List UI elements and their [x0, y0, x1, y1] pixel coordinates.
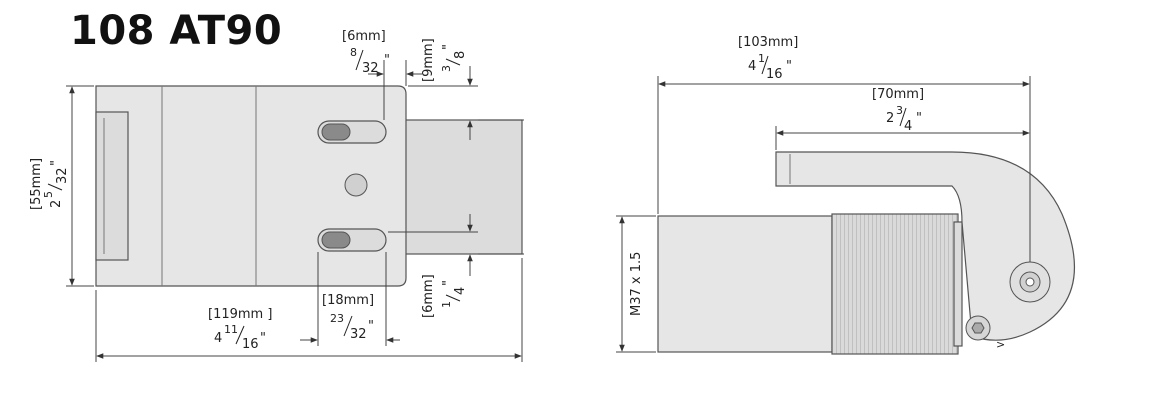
svg-text:5: 5	[42, 191, 55, 198]
side-thread-label: M37 x 1.5	[629, 252, 644, 316]
side-dimensions	[616, 76, 1031, 353]
svg-text:32: 32	[55, 167, 70, 184]
svg-text:": "	[786, 59, 792, 74]
side-arm-mm: [70mm]	[872, 87, 924, 102]
svg-text:32: 32	[362, 61, 379, 76]
svg-text:4: 4	[214, 331, 222, 346]
svg-text:23: 23	[330, 312, 344, 325]
svg-text:1: 1	[440, 301, 453, 308]
side-labels: [103mm] 4 1 16 " [70mm] 2 3 4 " M37 x 1.…	[629, 35, 924, 316]
svg-text:": "	[384, 53, 390, 68]
side-length-mm: [103mm]	[738, 35, 798, 50]
svg-text:": "	[260, 331, 266, 346]
svg-text:": "	[368, 319, 374, 334]
front-top-gap-label: [9mm] 3 8 "	[421, 38, 468, 82]
svg-text:[55mm]: [55mm]	[29, 158, 44, 210]
side-view: >	[657, 151, 1075, 355]
svg-text:11: 11	[224, 323, 238, 336]
front-width-mm: [119mm ]	[208, 307, 272, 322]
svg-text:4: 4	[748, 59, 756, 74]
svg-text:3: 3	[896, 104, 903, 117]
front-offset-mm: [6mm]	[342, 29, 386, 44]
svg-text:[6mm]: [6mm]	[421, 274, 436, 318]
svg-text:1: 1	[758, 52, 765, 65]
svg-text:": "	[441, 280, 456, 286]
front-shank	[403, 119, 523, 255]
svg-text:": "	[916, 111, 922, 126]
front-spacing-mm: [18mm]	[322, 293, 374, 308]
svg-text:8: 8	[350, 46, 357, 59]
front-insert	[95, 111, 129, 261]
svg-text:3: 3	[440, 65, 453, 72]
svg-text:16: 16	[766, 67, 783, 82]
svg-text:32: 32	[350, 327, 367, 342]
front-height-label: [55mm] 2 5 32 "	[29, 158, 70, 210]
side-arrow-mark: >	[996, 338, 1005, 351]
svg-text:8: 8	[453, 51, 468, 59]
svg-text:": "	[441, 44, 456, 50]
front-view	[95, 85, 523, 287]
svg-text:M37 x 1.5: M37 x 1.5	[629, 252, 644, 316]
svg-text:[9mm]: [9mm]	[421, 38, 436, 82]
svg-text:2: 2	[49, 200, 64, 208]
side-arm	[775, 151, 1075, 341]
svg-text:16: 16	[242, 337, 259, 352]
front-center-hole	[344, 173, 368, 197]
front-dimensions	[66, 60, 524, 362]
side-body	[657, 215, 833, 353]
svg-text:4: 4	[904, 119, 912, 134]
side-thread	[831, 213, 959, 355]
front-labels: [119mm ] 4 11 16 " [55mm] 2 5 32 " [6mm]…	[29, 29, 468, 352]
svg-text:": "	[49, 160, 64, 166]
svg-text:2: 2	[886, 111, 894, 126]
svg-text:4: 4	[453, 287, 468, 295]
drawing-title: 108 AT90	[70, 8, 283, 54]
front-bottom-gap-label: [6mm] 1 4 "	[421, 274, 468, 318]
